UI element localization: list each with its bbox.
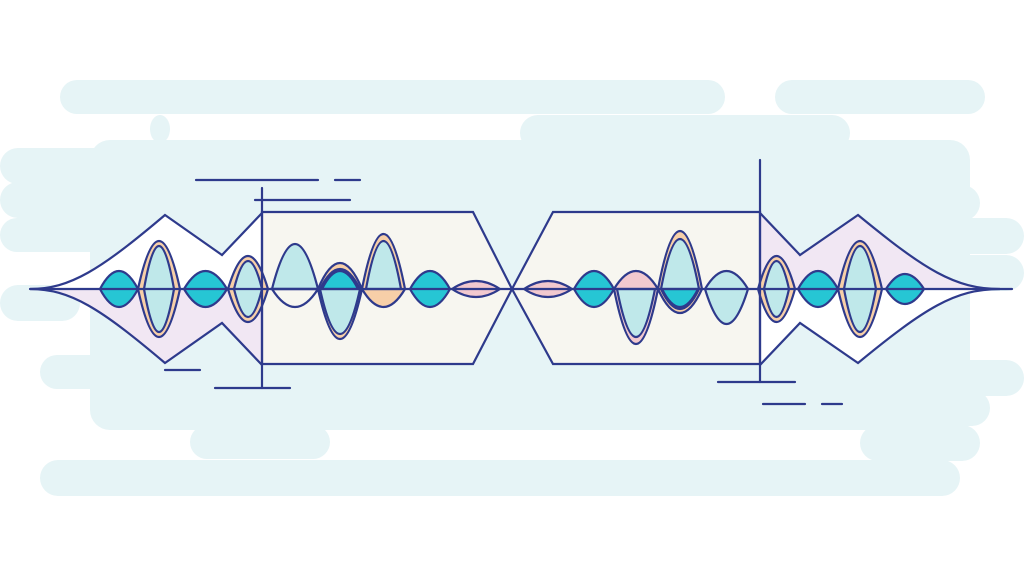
cloud	[40, 460, 960, 496]
axis-lines	[28, 158, 1014, 406]
right-envelope-bottom	[760, 289, 1000, 365]
cloud	[775, 80, 985, 114]
cloud	[60, 80, 725, 114]
left-envelope-outline	[29, 212, 263, 366]
cloud	[860, 425, 980, 461]
cloud	[190, 425, 330, 459]
right-envelope-top	[760, 213, 1000, 289]
right-envelope-outline	[759, 212, 1001, 366]
cloud	[150, 115, 170, 143]
